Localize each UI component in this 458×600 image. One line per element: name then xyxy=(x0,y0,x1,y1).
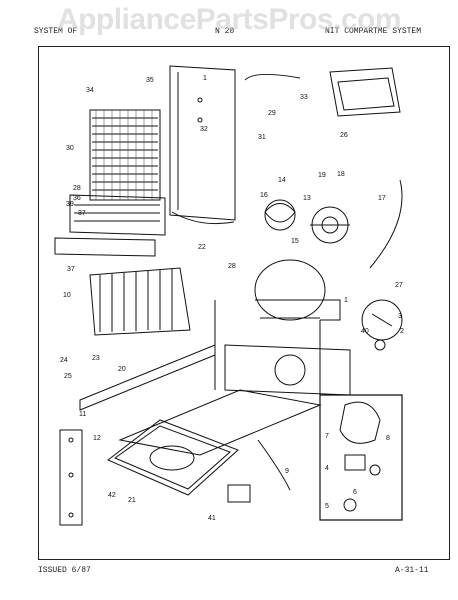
callout-22: 22 xyxy=(198,244,206,251)
callout-2: 2 xyxy=(400,328,404,335)
rear-panel xyxy=(169,65,236,221)
callout-36: 36 xyxy=(73,195,81,202)
callout-17: 17 xyxy=(378,195,386,202)
header-right-text: NIT COMPARTME SYSTEM xyxy=(325,27,422,36)
watermark: AppliancePartsPros.com xyxy=(56,3,402,36)
callout-16: 16 xyxy=(260,192,268,199)
callout-33: 33 xyxy=(300,94,308,101)
callout-27: 27 xyxy=(395,282,403,289)
drain-tube xyxy=(244,74,301,81)
base-frame xyxy=(79,300,351,456)
callout-12: 12 xyxy=(93,435,101,442)
relay-box xyxy=(227,484,251,503)
mounting-strap xyxy=(59,429,83,526)
callout-28-left: 28 xyxy=(73,185,81,192)
callout-6: 6 xyxy=(353,489,357,496)
callout-8: 8 xyxy=(386,435,390,442)
callout-18: 18 xyxy=(337,171,345,178)
callout-19: 19 xyxy=(318,172,326,179)
callout-23: 23 xyxy=(92,355,100,362)
footer-issued: ISSUED 6/87 xyxy=(38,566,91,575)
callout-14: 14 xyxy=(278,177,286,184)
callout-30: 30 xyxy=(66,145,74,152)
callout-4: 4 xyxy=(325,465,329,472)
support-bracket xyxy=(171,211,235,225)
callout-21: 21 xyxy=(128,497,136,504)
callout-31: 31 xyxy=(258,134,266,141)
diagram-header: SYSTEM OF N 20 NIT COMPARTME SYSTEM xyxy=(30,24,440,40)
header-center-text: N 20 xyxy=(215,27,235,36)
callout-25: 25 xyxy=(64,373,72,380)
callout-1-top: 1 xyxy=(203,75,207,82)
callout-9: 9 xyxy=(285,468,289,475)
callout-34: 34 xyxy=(86,87,94,94)
callout-37-lower: 37 xyxy=(67,266,75,273)
drain-tray xyxy=(107,419,239,496)
callout-11: 11 xyxy=(79,411,86,418)
electrical-inset xyxy=(319,394,403,521)
callout-42: 42 xyxy=(108,492,116,499)
callout-7: 7 xyxy=(325,433,329,440)
diagram-frame xyxy=(38,46,450,560)
callout-32: 32 xyxy=(200,126,208,133)
condenser xyxy=(89,267,191,336)
callout-3: 3 xyxy=(398,313,402,320)
callout-15: 15 xyxy=(291,238,299,245)
header-left-text: SYSTEM OF xyxy=(34,27,78,36)
callout-39: 39 xyxy=(66,201,74,208)
callout-10: 10 xyxy=(63,292,71,299)
callout-41: 41 xyxy=(208,515,216,522)
callout-28: 28 xyxy=(228,263,236,270)
callout-13: 13 xyxy=(303,195,311,202)
compressor xyxy=(254,259,341,321)
fan-shroud xyxy=(369,179,403,269)
footer-page-code: A-31-11 xyxy=(395,566,429,575)
callout-1: 1 xyxy=(344,297,348,304)
callout-37-upper: 37 xyxy=(78,210,86,217)
condenser-coil xyxy=(69,109,166,236)
terminal-detail xyxy=(361,299,403,351)
callout-labels: 34 35 1 29 33 26 30 32 31 28 39 36 37 14… xyxy=(60,75,404,522)
callout-5: 5 xyxy=(325,503,329,510)
callout-20: 20 xyxy=(118,366,126,373)
drain-pan xyxy=(329,67,401,117)
callout-24: 24 xyxy=(60,357,68,364)
callout-26: 26 xyxy=(340,132,348,139)
drain-hose xyxy=(257,439,291,491)
fan-assembly xyxy=(264,199,350,244)
mounting-bracket xyxy=(54,237,156,257)
callout-40: 40 xyxy=(361,328,369,335)
callout-35: 35 xyxy=(146,77,154,84)
callout-29: 29 xyxy=(268,110,276,117)
